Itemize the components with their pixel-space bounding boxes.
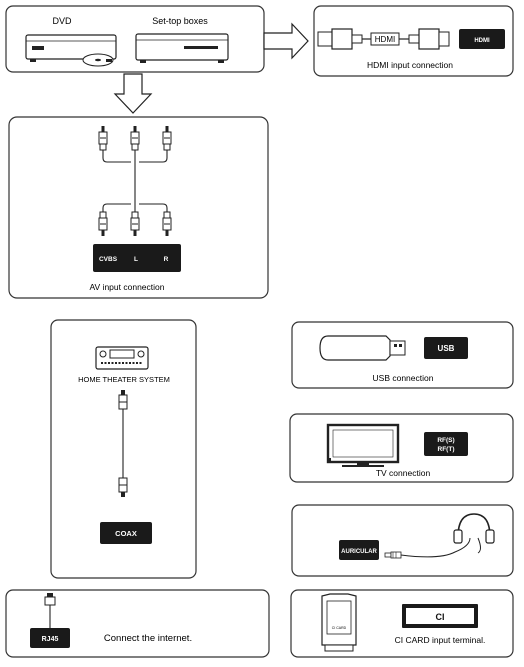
tv-caption: TV connection	[376, 468, 431, 478]
ci-caption: CI CARD input terminal.	[395, 635, 486, 645]
network-panel: RJ45 Connect the internet.	[5, 589, 270, 658]
hdmi-cable-label: HDMI	[375, 35, 395, 44]
settop-box-icon	[135, 33, 229, 63]
hdmi-port-label: HDMI	[474, 38, 490, 44]
coax-cable-icon	[118, 390, 128, 497]
ci-port-inner	[406, 608, 474, 624]
av-port-block	[93, 244, 181, 272]
headphone-panel: AURICULAR	[291, 504, 514, 577]
rf-port-label-2: RF(T)	[438, 446, 455, 453]
home-theater-icon	[95, 346, 149, 370]
usb-port-label: USB	[438, 344, 455, 353]
dvd-player-icon	[25, 34, 117, 67]
av-cables	[102, 150, 168, 212]
av-caption: AV input connection	[90, 282, 165, 292]
hdmi-caption: HDMI input connection	[367, 60, 453, 70]
ci-panel: CI CARD CI CI CARD input terminal.	[290, 589, 514, 658]
usb-port	[424, 337, 468, 359]
av-port-r: R	[164, 256, 169, 263]
headphone-port-label: AURICULAR	[341, 549, 377, 555]
ethernet-plug-icon	[44, 593, 56, 628]
hdmi-port	[459, 29, 505, 49]
av-port-cvbs: CVBS	[99, 256, 118, 263]
network-caption: Connect the internet.	[104, 633, 192, 644]
arrow-down-icon	[113, 73, 153, 114]
rca-plugs-bottom-icon	[98, 211, 172, 236]
sources-panel: DVD Set-top boxes	[5, 5, 265, 73]
headphone-icon	[384, 513, 495, 559]
dvd-label: DVD	[52, 16, 72, 26]
hdmi-panel: HDMI HDMI HDMI input connection	[313, 5, 514, 77]
usb-caption: USB connection	[373, 373, 434, 383]
rf-port	[424, 432, 468, 456]
av-port-l: L	[134, 256, 138, 263]
usb-drive-icon	[319, 335, 406, 361]
av-panel: CVBS L R AV input connection	[8, 116, 269, 299]
arrow-right-icon	[263, 22, 309, 60]
rj45-port	[30, 628, 70, 648]
headphone-port	[339, 540, 379, 560]
settop-label: Set-top boxes	[152, 16, 208, 26]
coax-port-label: COAX	[115, 529, 137, 538]
rj45-port-label: RJ45	[42, 636, 59, 643]
coax-port	[100, 522, 152, 544]
ci-port-label: CI	[436, 612, 445, 622]
rf-port-label-1: RF(S)	[437, 437, 454, 444]
ci-card-text: CI CARD	[332, 626, 347, 630]
ci-card-icon: CI CARD	[321, 593, 357, 652]
tv-panel: RF(S) RF(T) TV connection	[289, 413, 514, 483]
coax-panel: HOME THEATER SYSTEM COAX	[50, 319, 197, 579]
tv-icon	[326, 423, 400, 467]
home-theater-label: HOME THEATER SYSTEM	[78, 375, 170, 384]
hdmi-cable-icon	[317, 28, 450, 50]
usb-panel: USB USB connection	[291, 321, 514, 389]
